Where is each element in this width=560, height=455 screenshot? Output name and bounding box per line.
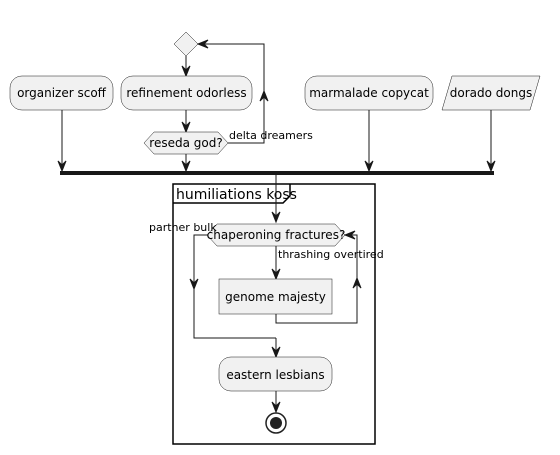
svg-text:dorado dongs: dorado dongs [450, 86, 532, 100]
svg-text:reseda god?: reseda god? [149, 136, 222, 150]
activity-refinement-odorless: refinement odorless [120, 75, 253, 111]
activity-eastern-lesbians: eastern lesbians [218, 356, 333, 392]
activity-genome-majesty: genome majesty [218, 278, 333, 315]
edge-bar-chaperoning [271, 175, 281, 224]
decision-chaperoning-fractures: chaperoning fractures? [206, 223, 346, 247]
edge-organizer-bar [57, 110, 67, 173]
edge-partner-branch [189, 234, 276, 339]
activity-organizer-scoff: organizer scoff [9, 75, 114, 111]
edge-merge-eastern [271, 338, 281, 359]
edge-eastern-end [271, 391, 281, 414]
input-dorado-dongs: dorado dongs [441, 75, 541, 111]
svg-text:marmalade copycat: marmalade copycat [309, 86, 429, 100]
decision-reseda-god: reseda god? [143, 131, 229, 155]
partition-humiliations-koss: humiliations koss [172, 183, 376, 445]
svg-text:genome majesty: genome majesty [225, 290, 326, 304]
edge-dorado-bar [486, 110, 496, 173]
edge-marmalade-bar [364, 110, 374, 173]
activity-marmalade-copycat: marmalade copycat [304, 75, 434, 111]
end-node [265, 412, 287, 434]
svg-text:chaperoning fractures?: chaperoning fractures? [207, 228, 346, 242]
svg-text:refinement odorless: refinement odorless [126, 86, 246, 100]
edge-genome-loop [275, 230, 362, 324]
edge-reseda-bar [181, 154, 191, 173]
svg-text:humiliations koss: humiliations koss [176, 187, 297, 203]
edge-label-thrashing: thrashing overtired [278, 248, 384, 261]
loop-back-edge [196, 39, 269, 144]
merge-diamond [173, 31, 199, 57]
edge-label-partner: partner bulk [149, 221, 217, 234]
svg-text:eastern lesbians: eastern lesbians [226, 368, 324, 382]
edge-refinement-reseda [181, 110, 191, 134]
edge-label-delta: delta dreamers [229, 129, 313, 142]
join-bar [60, 171, 494, 175]
edge-chaperoning-genome [271, 246, 281, 281]
edge-merge-refinement [181, 56, 191, 78]
svg-text:organizer scoff: organizer scoff [17, 86, 107, 100]
